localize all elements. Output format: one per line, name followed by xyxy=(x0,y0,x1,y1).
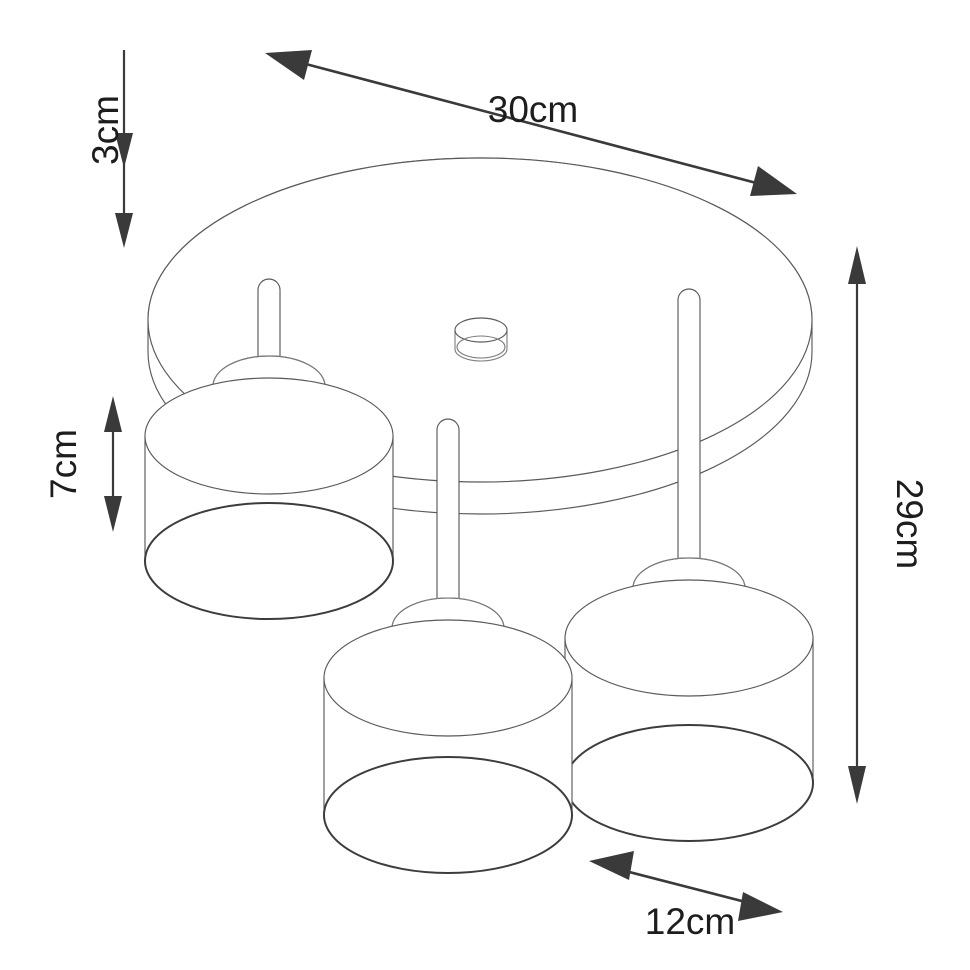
dimension-shade-diameter: 12cm xyxy=(589,851,783,942)
dimension-label-29cm: 29cm xyxy=(889,479,930,569)
dimension-plate-diameter: 30cm xyxy=(265,50,797,196)
dimension-label-30cm: 30cm xyxy=(488,89,578,130)
shade-left xyxy=(144,377,394,620)
center-cylinder-knob xyxy=(454,317,508,362)
dimension-shade-height: 7cm xyxy=(43,396,122,532)
dimension-label-12cm: 12cm xyxy=(645,901,735,942)
arrowhead-down-lower xyxy=(115,213,133,248)
lamp-left xyxy=(144,278,394,620)
arrowhead-down-upper xyxy=(115,133,133,168)
dimension-plate-thickness: 3cm xyxy=(85,50,133,248)
arrowhead-right-12cm xyxy=(738,892,783,921)
arrowhead-up-7cm xyxy=(104,396,122,432)
arrowhead-down-29cm xyxy=(848,766,866,804)
lamp-front xyxy=(323,418,573,874)
arrowhead-down-7cm xyxy=(104,496,122,532)
arrowhead-left-30cm xyxy=(265,50,312,80)
arrowhead-right-30cm xyxy=(750,166,797,196)
rod-right xyxy=(677,288,701,593)
shade-front xyxy=(323,619,573,874)
lamp-right xyxy=(564,288,814,842)
rod-front xyxy=(436,418,460,631)
dimension-label-7cm: 7cm xyxy=(43,429,84,499)
dimension-total-height: 29cm xyxy=(848,246,930,804)
shade-right xyxy=(564,579,814,842)
arrowhead-left-12cm xyxy=(589,851,634,880)
arrowhead-up-29cm xyxy=(848,246,866,284)
dimension-label-3cm: 3cm xyxy=(85,95,126,165)
